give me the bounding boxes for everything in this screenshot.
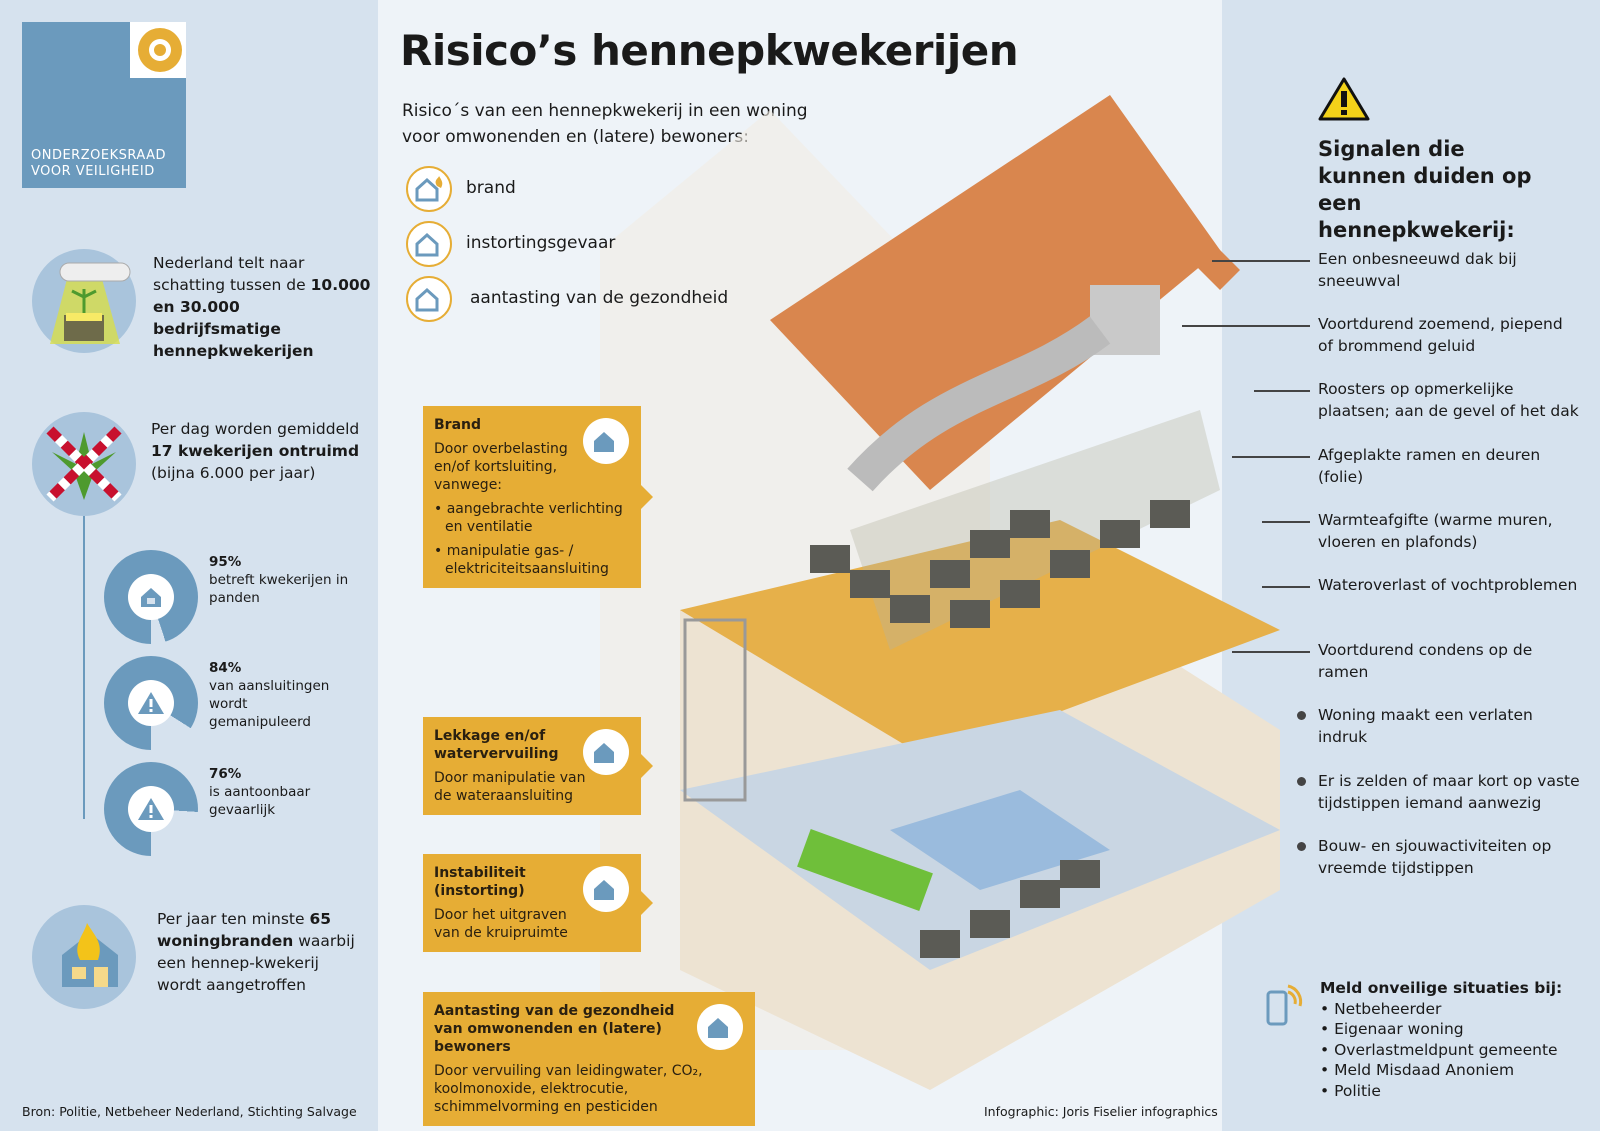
risk-box-2: Instabiliteit (instorting) Door het uitg… xyxy=(423,854,653,952)
box-icon xyxy=(583,729,629,775)
box-body: Door overbelasting en/of kortsluiting, v… xyxy=(434,441,568,493)
box-icon xyxy=(583,866,629,912)
signal-item: Bouw- en sjouwactiviteiten op vreemde ti… xyxy=(1318,836,1552,877)
credit-text: Infographic: Joris Fiselier infographics xyxy=(984,1104,1218,1119)
warning-icon xyxy=(1318,76,1370,126)
risk-label: brand xyxy=(466,178,516,198)
report-item: • Meld Misdaad Anoniem xyxy=(1320,1061,1515,1079)
donut-text: 95%betreft kwekerijen in panden xyxy=(209,554,349,606)
rug xyxy=(890,790,1110,890)
bullet-dot xyxy=(1297,711,1306,721)
report-item: • Netbeheerder xyxy=(1320,999,1442,1018)
house-fire-icon xyxy=(32,905,136,1009)
signal-item: Roosters op opmerkelijke plaatsen; aan d… xyxy=(1318,380,1579,421)
risk-box-1: Lekkage en/of watervervuiling Door manip… xyxy=(423,717,653,815)
box-body: Door het uitgraven van de kruipruimte xyxy=(434,907,568,941)
report-section: Meld onveilige situaties bij: • Netbehee… xyxy=(1320,978,1562,1101)
upper-floor xyxy=(680,520,1280,760)
electric-warning-icon xyxy=(128,680,174,726)
risk-icon-1 xyxy=(406,221,452,267)
box-body: Door manipulatie van de wateraansluiting xyxy=(434,770,586,804)
box-icon xyxy=(583,418,629,464)
logo-line2: VOOR VEILIGHEID xyxy=(31,164,155,179)
bullet-dot xyxy=(1297,776,1306,786)
box-body: Door vervuiling van leidingwater, CO₂, k… xyxy=(434,1063,703,1115)
sofa xyxy=(797,828,933,912)
signal-pointer-line xyxy=(1262,520,1310,523)
signal-item: Wateroverlast of vochtproblemen xyxy=(1318,576,1578,594)
box-icon xyxy=(697,1004,743,1050)
signal-item: Voortdurend zoemend, piepend of brommend… xyxy=(1318,315,1563,356)
donut-chart-84 xyxy=(104,656,198,750)
risk-box-3: Aantasting van de gezondheid van omwonen… xyxy=(423,992,755,1126)
signal-item: Een onbesneeuwd dak bij sneeuwval xyxy=(1318,250,1517,290)
report-title: Meld onveilige situaties bij: xyxy=(1320,979,1563,997)
donut-chart-76 xyxy=(104,762,198,856)
house-icon xyxy=(128,574,174,620)
warning-icon xyxy=(128,786,174,832)
intro-text: Risico´s van een hennepkwekerij in een w… xyxy=(402,101,808,147)
risk-icon-0 xyxy=(406,166,452,212)
signal-pointer-line xyxy=(1232,651,1310,654)
grow-lamp-icon xyxy=(32,249,136,353)
risk-box-0: Brand Door overbelasting en/of kortsluit… xyxy=(423,406,653,588)
logo-line1: ONDERZOEKSRAAD xyxy=(31,148,167,163)
stat-kwekerijen-count: Nederland telt naar schatting tussen de … xyxy=(153,254,371,360)
stat-woningbranden: Per jaar ten minste 65 woningbranden waa… xyxy=(157,910,355,994)
source-text: Bron: Politie, Netbeheer Nederland, Stic… xyxy=(22,1104,357,1119)
signal-pointer-line xyxy=(1212,260,1310,262)
signal-pointer-line xyxy=(1262,586,1310,588)
signal-item: Afgeplakte ramen en deuren (folie) xyxy=(1318,445,1541,486)
box-title: Lekkage en/of watervervuiling xyxy=(434,728,559,762)
risk-label: instortingsgevaar xyxy=(466,233,616,253)
right-panel xyxy=(1222,0,1600,1131)
bullet-dot xyxy=(1297,841,1306,851)
box-bullet: • manipulatie gas- / elektriciteitsaansl… xyxy=(434,543,609,577)
signals-heading: Signalen die kunnen duiden op een hennep… xyxy=(1318,137,1532,242)
box-title: Aantasting van de gezondheid van omwonen… xyxy=(434,1003,675,1055)
roof xyxy=(770,95,1220,490)
donut-text: 84%van aansluitingen wordt gemanipuleerd xyxy=(209,660,330,730)
signal-item: Er is zelden of maar kort op vaste tijds… xyxy=(1318,771,1580,812)
box-title: Instabiliteit (instorting) xyxy=(434,865,526,899)
page-title: Risico’s hennepkwekerijen xyxy=(400,26,1019,75)
stat-ontruimd: Per dag worden gemiddeld 17 kwekerijen o… xyxy=(151,420,360,482)
donut-text: 76%is aantoonbaar gevaarlijk xyxy=(209,766,311,818)
signal-item: Woning maakt een verlaten indruk xyxy=(1318,706,1533,747)
signal-pointer-line xyxy=(1232,455,1310,458)
lion-logo-icon xyxy=(130,22,186,78)
report-item: • Eigenaar woning xyxy=(1320,1020,1464,1038)
signal-item: Warmteafgifte (warme muren, vloeren en p… xyxy=(1318,510,1553,551)
box-bullet: • aangebrachte verlichting en ventilatie xyxy=(434,501,623,535)
duct xyxy=(847,316,1111,492)
signal-pointer-line xyxy=(1254,390,1310,393)
phone-icon xyxy=(1264,980,1304,1044)
signal-pointer-line xyxy=(1182,325,1310,328)
report-item: • Overlastmeldpunt gemeente xyxy=(1320,1040,1558,1059)
report-item: • Politie xyxy=(1320,1081,1381,1100)
risk-label: aantasting van de gezondheid xyxy=(470,288,729,308)
house-illustration xyxy=(600,95,1280,1090)
meter-cupboard xyxy=(683,618,747,802)
connector-line xyxy=(83,516,85,819)
box-title: Brand xyxy=(434,417,482,433)
donut-chart-95 xyxy=(104,550,198,644)
risk-icon-2 xyxy=(406,276,452,322)
signal-item: Voortdurend condens op de ramen xyxy=(1318,641,1533,682)
no-cannabis-icon xyxy=(32,412,136,516)
